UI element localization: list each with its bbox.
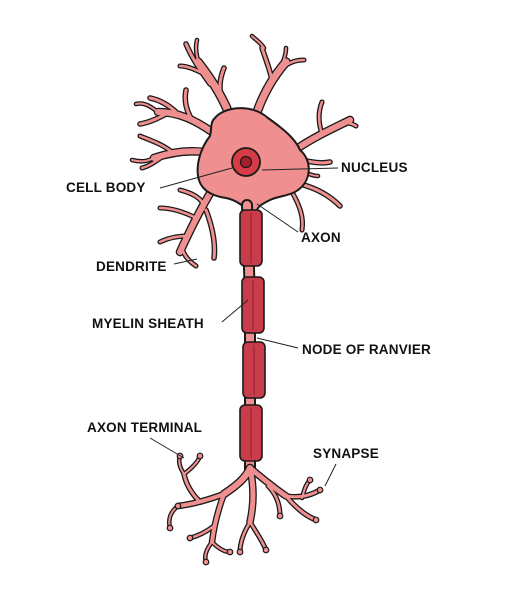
branch <box>280 58 306 70</box>
terminal-bouton <box>276 512 284 520</box>
branch <box>135 102 159 113</box>
branch <box>184 42 212 86</box>
terminal-bouton <box>312 516 320 524</box>
branch <box>158 206 198 220</box>
terminal-bouton <box>166 524 174 532</box>
leader-lines <box>149 167 339 487</box>
label-axon-terminal: AXON TERMINAL <box>87 420 203 435</box>
terminal-bouton <box>262 546 270 554</box>
branch <box>155 109 215 135</box>
branch <box>248 520 268 552</box>
leader-nucleus <box>261 167 339 171</box>
branch <box>180 246 198 268</box>
branch <box>148 96 180 116</box>
label-myelin-sheath: MYELIN SHEATH <box>92 316 204 331</box>
terminal-bouton <box>236 548 244 556</box>
branch <box>183 88 194 122</box>
branch <box>218 66 226 100</box>
branch <box>140 152 168 170</box>
branch <box>247 465 289 499</box>
terminal-bouton <box>316 486 324 494</box>
branch <box>247 465 256 525</box>
branch <box>177 187 215 255</box>
label-dendrite: DENDRITE <box>96 259 167 274</box>
label-nucleus: NUCLEUS <box>341 160 408 175</box>
axon-terminal-branches <box>166 452 324 566</box>
branch <box>317 100 324 136</box>
branch <box>251 35 265 49</box>
terminal-bouton <box>226 548 234 556</box>
myelin-segment-4 <box>239 404 263 462</box>
myelin-segment-3 <box>242 341 266 399</box>
leader-axon-terminal <box>149 437 185 459</box>
branch <box>204 208 216 260</box>
leader-cell-body <box>159 167 233 189</box>
branch <box>275 47 287 75</box>
branch <box>178 188 204 204</box>
leader-dendrite <box>173 258 198 265</box>
myelin-segment-1 <box>239 209 263 267</box>
label-node-of-ranvier: NODE OF RANVIER <box>302 342 432 357</box>
branch <box>138 110 172 126</box>
terminal-bouton <box>202 558 210 566</box>
leader-myelin <box>221 299 249 323</box>
leader-synapse <box>324 463 337 487</box>
branch <box>195 39 201 67</box>
branch <box>182 472 202 504</box>
branch <box>158 234 190 244</box>
terminal-bouton <box>306 476 314 484</box>
branch <box>131 157 155 163</box>
label-cell-body: CELL BODY <box>66 180 146 195</box>
leader-node <box>256 337 299 349</box>
myelin-segment-2 <box>241 276 265 334</box>
branch-outline <box>297 181 343 209</box>
terminal-bouton <box>196 452 204 460</box>
label-synapse: SYNAPSE <box>313 446 379 461</box>
branch <box>260 46 274 82</box>
branch <box>334 121 358 128</box>
terminal-bouton <box>174 502 182 510</box>
terminal-bouton <box>186 534 194 542</box>
nucleus <box>231 147 261 177</box>
label-axon: AXON <box>301 230 341 245</box>
branch <box>290 190 304 232</box>
branch <box>151 148 207 161</box>
branch <box>178 64 206 76</box>
branch <box>138 134 174 154</box>
leader-axon <box>256 203 299 233</box>
branch <box>210 492 226 544</box>
